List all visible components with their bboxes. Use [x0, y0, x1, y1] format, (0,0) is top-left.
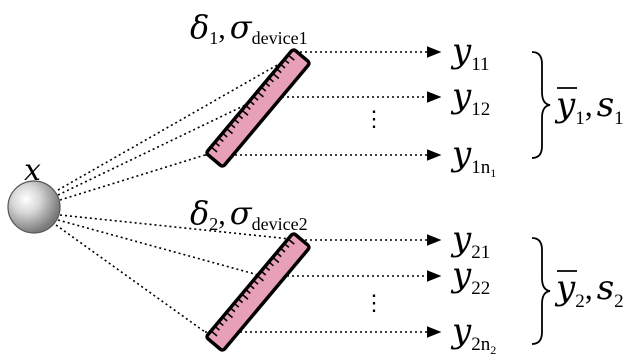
- device1-label: δ1,σdevice1: [190, 8, 308, 48]
- ellipsis-1: ⋮: [363, 106, 385, 131]
- ruler-device2: [205, 232, 311, 352]
- output-arrows: [205, 46, 442, 338]
- ruler-device1: [205, 48, 311, 168]
- source-label: x: [24, 153, 41, 188]
- fan-lines: [55, 51, 301, 333]
- brace-device2: [531, 237, 551, 345]
- output-y21: y21: [450, 219, 490, 263]
- output-y1n: y1n1: [450, 134, 496, 180]
- ellipsis-2: ⋮: [363, 290, 385, 315]
- device2-label: δ2,σdevice2: [190, 194, 308, 234]
- stats-device1: y1,s1: [554, 85, 624, 129]
- output-y12: y12: [450, 76, 490, 120]
- stats-device2: y2,s2: [554, 268, 624, 312]
- output-y2n: y2n2: [450, 311, 496, 357]
- source-sphere: [7, 180, 61, 234]
- output-y22: y22: [450, 255, 490, 299]
- brace-device1: [531, 51, 551, 159]
- output-y11: y11: [450, 31, 490, 75]
